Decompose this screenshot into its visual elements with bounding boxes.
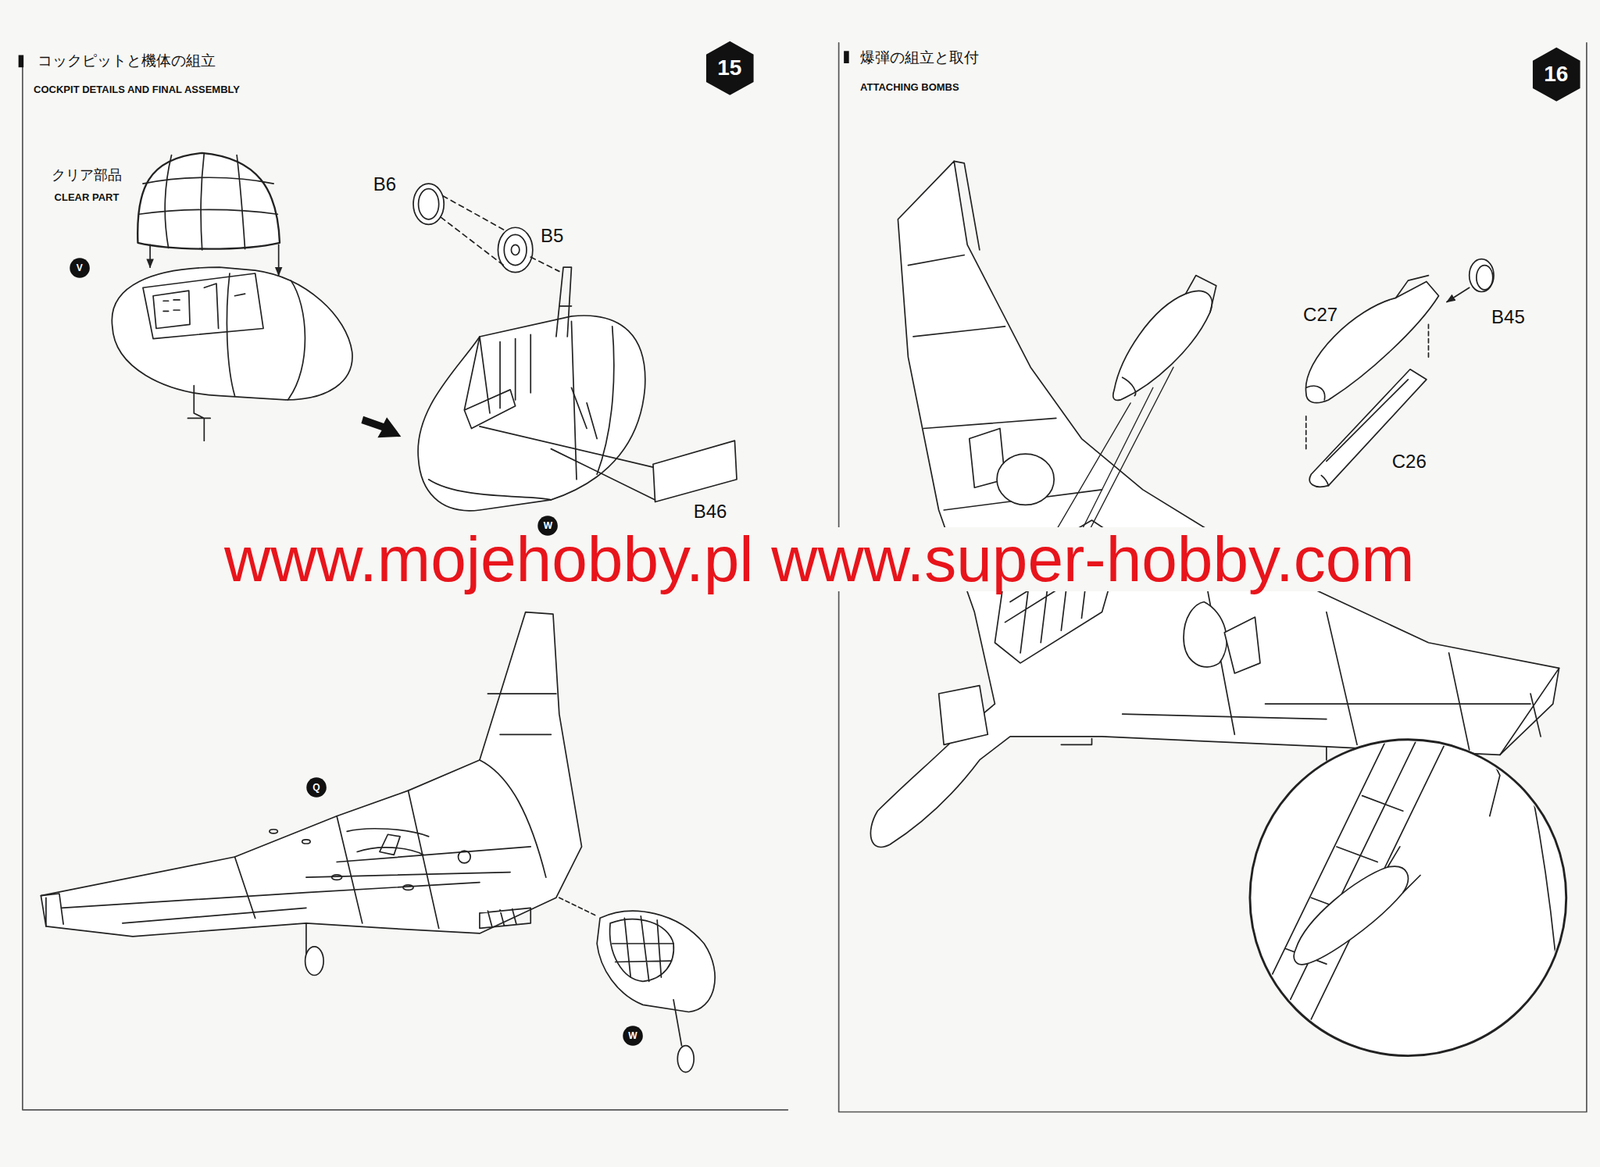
section-heading: COCKPIT DETAILS AND FINAL ASSEMBLY bbox=[33, 84, 240, 96]
step-label: 16 bbox=[1543, 63, 1568, 86]
part-number: B45 bbox=[1491, 307, 1525, 328]
part-number: C26 bbox=[1392, 451, 1427, 472]
section-heading: 爆弾の組立と取付 bbox=[860, 50, 979, 67]
marker-letter: Q bbox=[312, 782, 320, 793]
step-label: 15 bbox=[717, 57, 742, 79]
part-number: B5 bbox=[540, 225, 564, 247]
subassembly-marker: V bbox=[69, 257, 90, 279]
watermark: www.mojehobby.pl www.super-hobby.com bbox=[221, 527, 1418, 592]
section-heading: コックピットと機体の組立 bbox=[37, 53, 216, 70]
step-number: 16 bbox=[1528, 46, 1585, 103]
part-note: CLEAR PART bbox=[54, 192, 120, 204]
step-number: 15 bbox=[702, 40, 758, 97]
subassembly-marker: W bbox=[622, 1025, 643, 1047]
part-number: B46 bbox=[693, 501, 728, 522]
marker-letter: V bbox=[76, 263, 83, 273]
subassembly-marker: W bbox=[537, 515, 558, 536]
part-number: B6 bbox=[373, 174, 397, 195]
marker-letter: W bbox=[543, 521, 553, 531]
marker-letter: W bbox=[628, 1031, 637, 1041]
subassembly-marker: Q bbox=[306, 777, 327, 798]
section-heading: ATTACHING BOMBS bbox=[860, 82, 960, 93]
part-number: C27 bbox=[1303, 304, 1338, 325]
part-note: クリア部品 bbox=[51, 167, 122, 184]
